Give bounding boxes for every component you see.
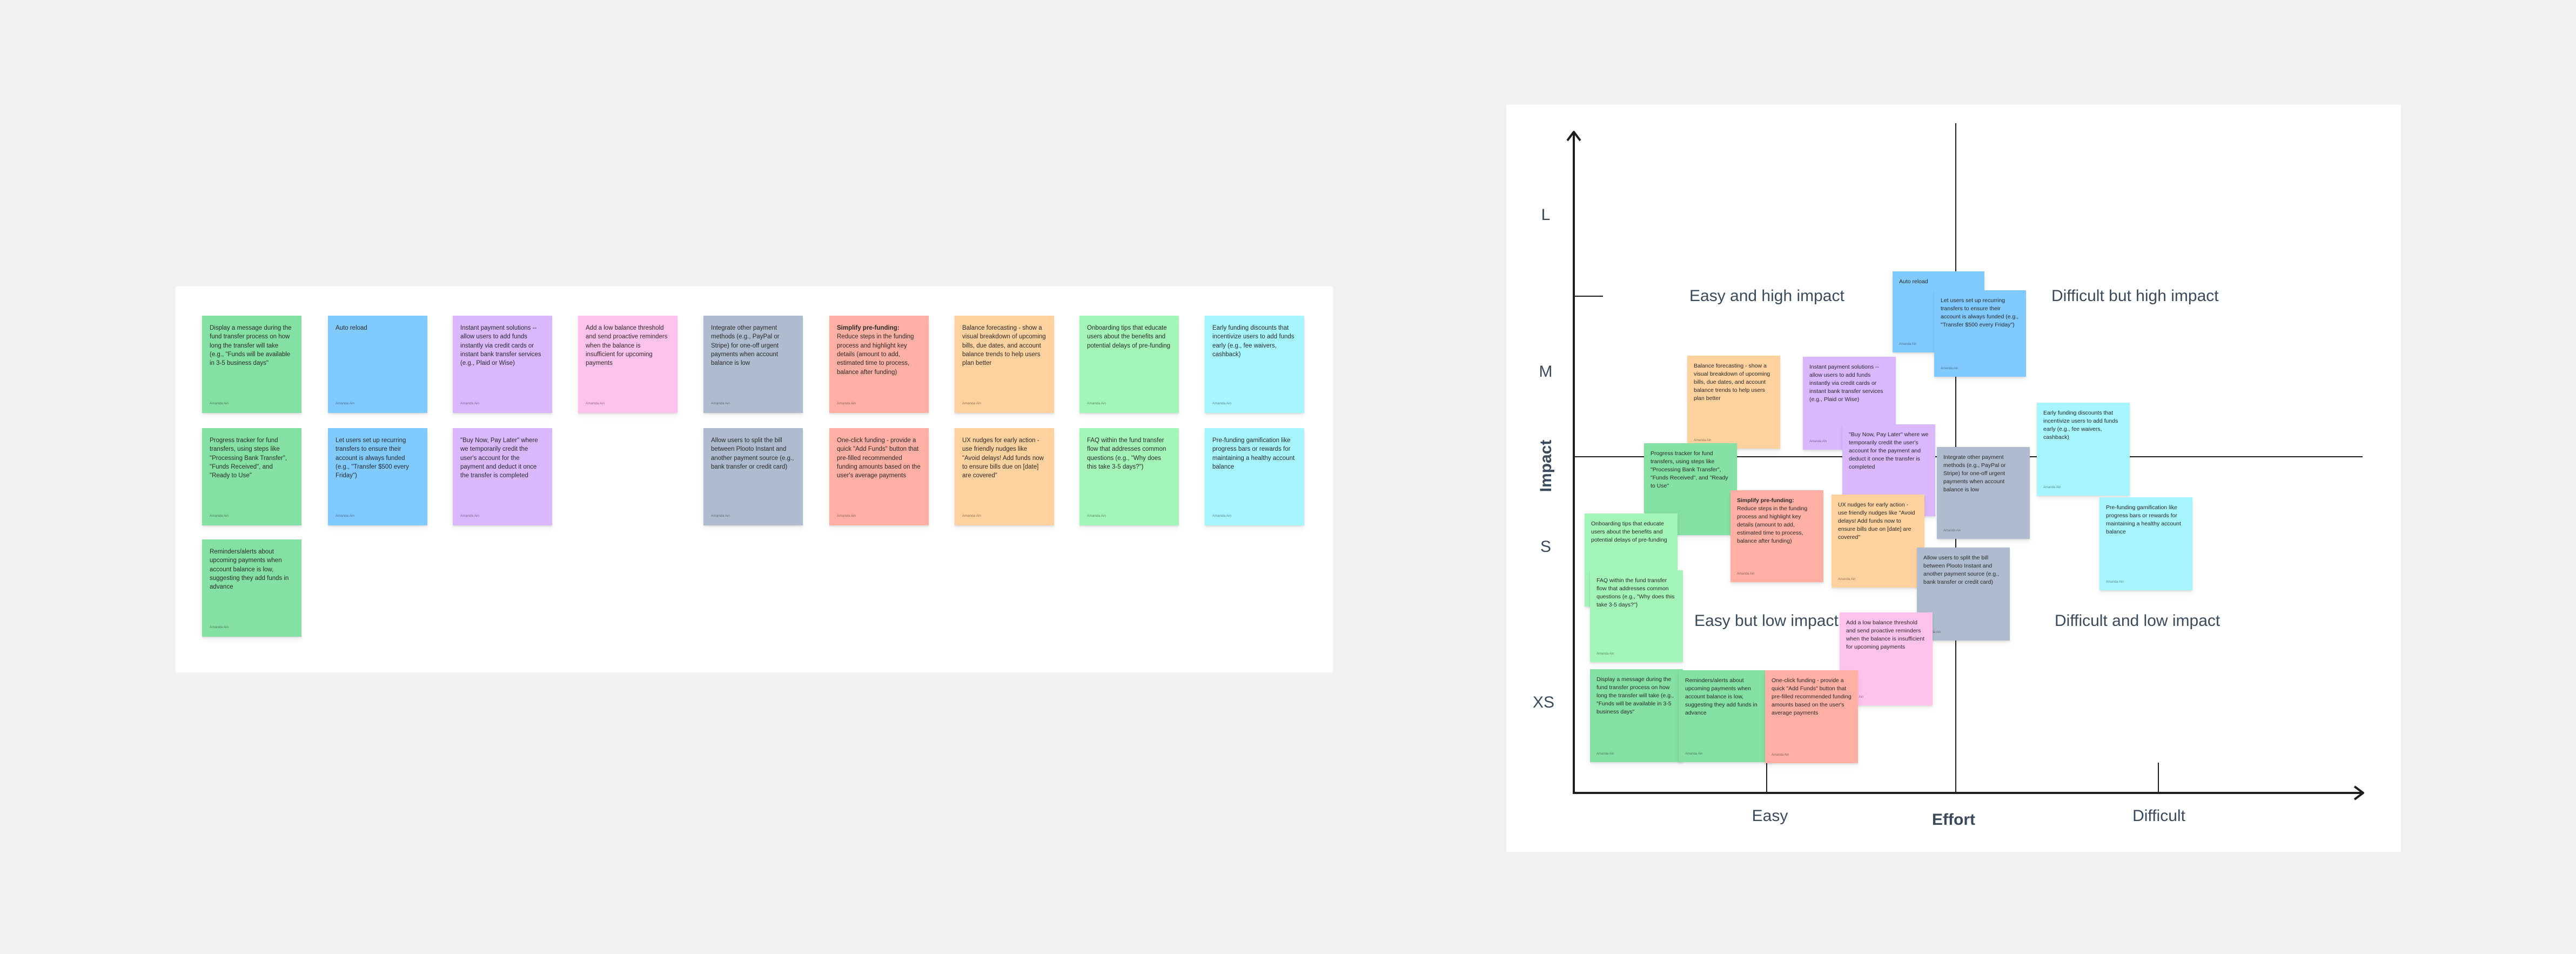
idea-sticky-note[interactable]: Simplify pre-funding: Reduce steps in th…	[829, 316, 929, 413]
idea-sticky-note[interactable]: Onboarding tips that educate users about…	[1079, 316, 1179, 413]
matrix-sticky-note[interactable]: Balance forecasting - show a visual brea…	[1687, 356, 1780, 449]
sticky-note-author: Amanda Ain	[1737, 572, 1755, 576]
sticky-note-author: Amanda Ain	[210, 401, 229, 405]
sticky-note-author: Amanda Ain	[2043, 486, 2061, 490]
sticky-note-author: Amanda Ain	[837, 513, 856, 518]
idea-sticky-note[interactable]: "Buy Now, Pay Later" where we temporaril…	[453, 428, 552, 525]
sticky-note-text: Let users set up recurring transfers to …	[1941, 297, 2019, 328]
sticky-note-author: Amanda Ain	[460, 513, 480, 518]
sticky-note-text: Instant payment solutions -- allow users…	[460, 325, 541, 367]
sticky-note-text: Progress tracker for fund transfers, usi…	[210, 437, 287, 479]
matrix-sticky-note[interactable]: UX nudges for early action - use friendl…	[1832, 495, 1924, 588]
idea-sticky-note[interactable]: Instant payment solutions -- allow users…	[453, 316, 552, 413]
sticky-note-title: Simplify pre-funding:	[1737, 497, 1794, 504]
sticky-note-text: UX nudges for early action - use friendl…	[962, 437, 1044, 479]
idea-sticky-note[interactable]: Progress tracker for fund transfers, usi…	[202, 428, 301, 525]
idea-sticky-note[interactable]: Let users set up recurring transfers to …	[328, 428, 427, 525]
sticky-note-text: Allow users to split the bill between Pl…	[711, 437, 794, 470]
sticky-note-text: Instant payment solutions -- allow users…	[1809, 364, 1883, 403]
sticky-note-author: Amanda Ain	[336, 513, 355, 518]
sticky-note-text: Simplify pre-funding: Reduce steps in th…	[837, 325, 914, 376]
idea-sticky-note[interactable]: Early funding discounts that incentivize…	[1205, 316, 1304, 413]
sticky-note-text: UX nudges for early action - use friendl…	[1838, 502, 1915, 541]
sticky-note-author: Amanda Ain	[1899, 343, 1917, 346]
matrix-sticky-note[interactable]: Display a message during the fund transf…	[1590, 669, 1683, 762]
sticky-note-text: Simplify pre-funding: Reduce steps in th…	[1737, 497, 1808, 544]
sticky-note-author: Amanda Ain	[586, 401, 605, 405]
sticky-note-text: Auto reload	[1899, 278, 1928, 285]
sticky-note-text: Auto reload	[336, 325, 367, 331]
sticky-note-text: Pre-funding gamification like progress b…	[2106, 504, 2181, 535]
sticky-note-text: "Buy Now, Pay Later" where we temporaril…	[460, 437, 538, 479]
matrix-sticky-note[interactable]: Early funding discounts that incentivize…	[2037, 403, 2130, 496]
matrix-sticky-note[interactable]: Integrate other payment methods (e.g., P…	[1937, 447, 2030, 539]
sticky-note-text: "Buy Now, Pay Later" where we temporaril…	[1849, 431, 1929, 470]
sticky-note-author: Amanda Ain	[210, 513, 229, 518]
sticky-note-text: Add a low balance threshold and send pro…	[1846, 619, 1925, 650]
idea-sticky-note[interactable]: One-click funding - provide a quick "Add…	[829, 428, 929, 525]
matrix-sticky-note[interactable]: FAQ within the fund transfer flow that a…	[1590, 570, 1683, 662]
sticky-note-text: One-click funding - provide a quick "Add…	[1772, 677, 1852, 716]
sticky-note-text: Integrate other payment methods (e.g., P…	[711, 325, 780, 367]
sticky-note-author: Amanda Ain	[460, 401, 480, 405]
idea-sticky-note[interactable]: Display a message during the fund transf…	[202, 316, 301, 413]
sticky-note-text: FAQ within the fund transfer flow that a…	[1596, 577, 1675, 608]
idea-sticky-note[interactable]: Pre-funding gamification like progress b…	[1205, 428, 1304, 525]
sticky-note-text: Early funding discounts that incentivize…	[1212, 325, 1294, 358]
matrix-sticky-note[interactable]: One-click funding - provide a quick "Add…	[1765, 670, 1858, 763]
sticky-note-author: Amanda Ain	[1596, 652, 1614, 656]
idea-sticky-note[interactable]: Allow users to split the bill between Pl…	[703, 428, 803, 525]
sticky-note-author: Amanda Ain	[711, 401, 730, 405]
sticky-note-text: Reminders/alerts about upcoming payments…	[1685, 677, 1757, 716]
sticky-note-author: Amanda Ain	[1596, 752, 1614, 756]
matrix-sticky-note[interactable]: Simplify pre-funding: Reduce steps in th…	[1730, 490, 1823, 582]
matrix-sticky-note[interactable]: Let users set up recurring transfers to …	[1934, 290, 2026, 377]
idea-sticky-note[interactable]: Balance forecasting - show a visual brea…	[955, 316, 1054, 413]
sticky-note-text: Let users set up recurring transfers to …	[336, 437, 409, 479]
sticky-note-author: Amanda Ain	[711, 513, 730, 518]
sticky-note-author: Amanda Ain	[1087, 401, 1106, 405]
sticky-note-author: Amanda Ain	[1943, 529, 1961, 533]
sticky-note-text: One-click funding - provide a quick "Add…	[837, 437, 921, 479]
sticky-note-author: Amanda Ain	[336, 401, 355, 405]
sticky-note-author: Amanda Ain	[1809, 440, 1827, 444]
sticky-note-author: Amanda Ain	[962, 513, 982, 518]
sticky-note-text: Display a message during the fund transf…	[1596, 676, 1674, 715]
sticky-note-author: Amanda Ain	[2106, 581, 2124, 584]
sticky-note-text: Pre-funding gamification like progress b…	[1212, 437, 1295, 470]
idea-sticky-note[interactable]: FAQ within the fund transfer flow that a…	[1079, 428, 1179, 525]
sticky-note-author: Amanda Ain	[1212, 401, 1232, 405]
idea-sticky-note[interactable]: Reminders/alerts about upcoming payments…	[202, 539, 301, 637]
idea-sticky-note[interactable]: Integrate other payment methods (e.g., P…	[703, 316, 803, 413]
sticky-note-text: Onboarding tips that educate users about…	[1087, 325, 1171, 349]
sticky-note-title: Simplify pre-funding:	[837, 325, 900, 331]
sticky-note-author: Amanda Ain	[962, 401, 982, 405]
sticky-note-text: Integrate other payment methods (e.g., P…	[1943, 454, 2006, 493]
sticky-note-author: Amanda Ain	[1212, 513, 1232, 518]
matrix-sticky-note[interactable]: Allow users to split the bill between Pl…	[1917, 548, 2010, 641]
sticky-note-text: Progress tracker for fund transfers, usi…	[1651, 450, 1728, 489]
sticky-note-author: Amanda Ain	[1694, 439, 1712, 443]
idea-sticky-note[interactable]: UX nudges for early action - use friendl…	[955, 428, 1054, 525]
sticky-note-text: Display a message during the fund transf…	[210, 325, 292, 367]
idea-sticky-note[interactable]: Add a low balance threshold and send pro…	[578, 316, 677, 413]
sticky-note-text: Balance forecasting - show a visual brea…	[1694, 363, 1770, 402]
sticky-note-text: Early funding discounts that incentivize…	[2043, 410, 2118, 441]
matrix-sticky-note[interactable]: Pre-funding gamification like progress b…	[2099, 497, 2192, 590]
sticky-note-author: Amanda Ain	[1941, 367, 1958, 371]
sticky-note-author: Amanda Ain	[1838, 578, 1856, 582]
sticky-note-text: Onboarding tips that educate users about…	[1591, 521, 1667, 543]
sticky-note-text: Balance forecasting - show a visual brea…	[962, 325, 1046, 367]
sticky-note-text: Add a low balance threshold and send pro…	[586, 325, 668, 367]
sticky-note-text: FAQ within the fund transfer flow that a…	[1087, 437, 1166, 470]
sticky-note-text: Reminders/alerts about upcoming payments…	[210, 549, 289, 591]
sticky-note-text: Allow users to split the bill between Pl…	[1923, 555, 2000, 585]
matrix-sticky-note[interactable]: Reminders/alerts about upcoming payments…	[1679, 670, 1772, 762]
sticky-note-author: Amanda Ain	[1685, 752, 1703, 756]
sticky-note-author: Amanda Ain	[1772, 753, 1789, 757]
sticky-note-author: Amanda Ain	[837, 401, 856, 405]
sticky-note-author: Amanda Ain	[210, 625, 229, 629]
sticky-note-author: Amanda Ain	[1087, 513, 1106, 518]
